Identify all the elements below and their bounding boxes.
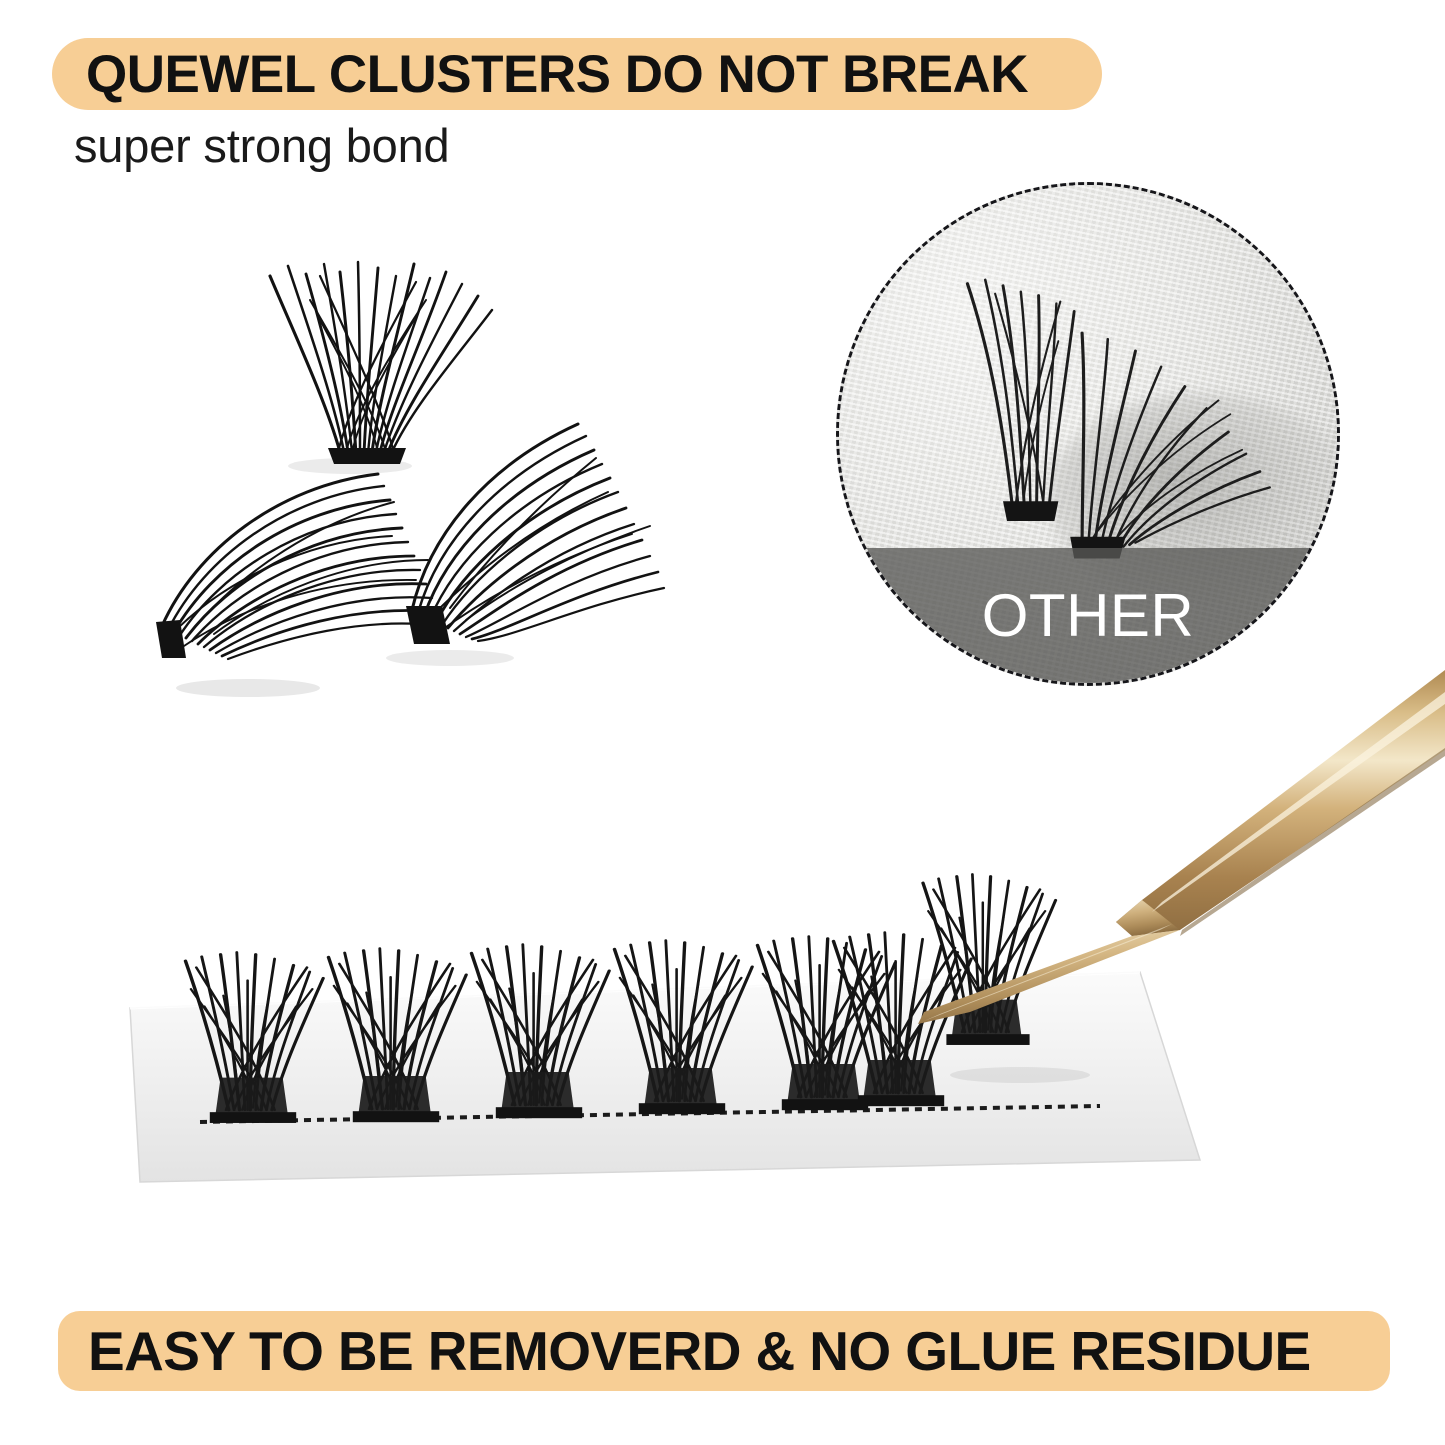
tweezers-shadow-edge [1180,748,1445,936]
strip-cluster [183,950,325,1125]
headline-banner-top-text: QUEWEL CLUSTERS DO NOT BREAK [86,44,1029,104]
strip-cluster [469,942,611,1120]
strip-cluster [612,938,754,1116]
strip-cluster [326,946,468,1124]
tweezers-highlight [1152,692,1445,912]
tray-slab [129,971,1202,1183]
headline-banner-bottom-text: EASY TO BE REMOVERD & NO GLUE RESIDUE [88,1320,1311,1382]
headline-banner-top: QUEWEL CLUSTERS DO NOT BREAK [52,38,1102,110]
lash-cluster-group-illustration [154,260,666,697]
subtitle-text: super strong bond [74,119,450,172]
lifted-lash-cluster [921,872,1058,1047]
headline-banner-bottom: EASY TO BE REMOVERD & NO GLUE RESIDUE [58,1311,1390,1391]
lash-cluster-angled [404,422,666,646]
other-lash-clusters-photo [965,278,1271,559]
lash-strip-on-tray-illustration [129,872,1202,1183]
tweezers-tip-highlight [924,924,1172,1021]
strip-cluster [831,930,973,1108]
tweezers-elbow [1116,900,1180,936]
other-label-band: OTHER [839,548,1337,683]
comparison-circle-other: OTHER [836,182,1340,686]
tweezers-shaft [1116,670,1445,936]
tray-dashed-line [199,1104,1101,1124]
strip-cluster [755,934,897,1112]
lash-cluster-fan [268,260,494,466]
lash-cluster-curved [154,472,444,661]
other-label-text: OTHER [981,582,1195,649]
tweezers-tip [918,930,1180,1024]
